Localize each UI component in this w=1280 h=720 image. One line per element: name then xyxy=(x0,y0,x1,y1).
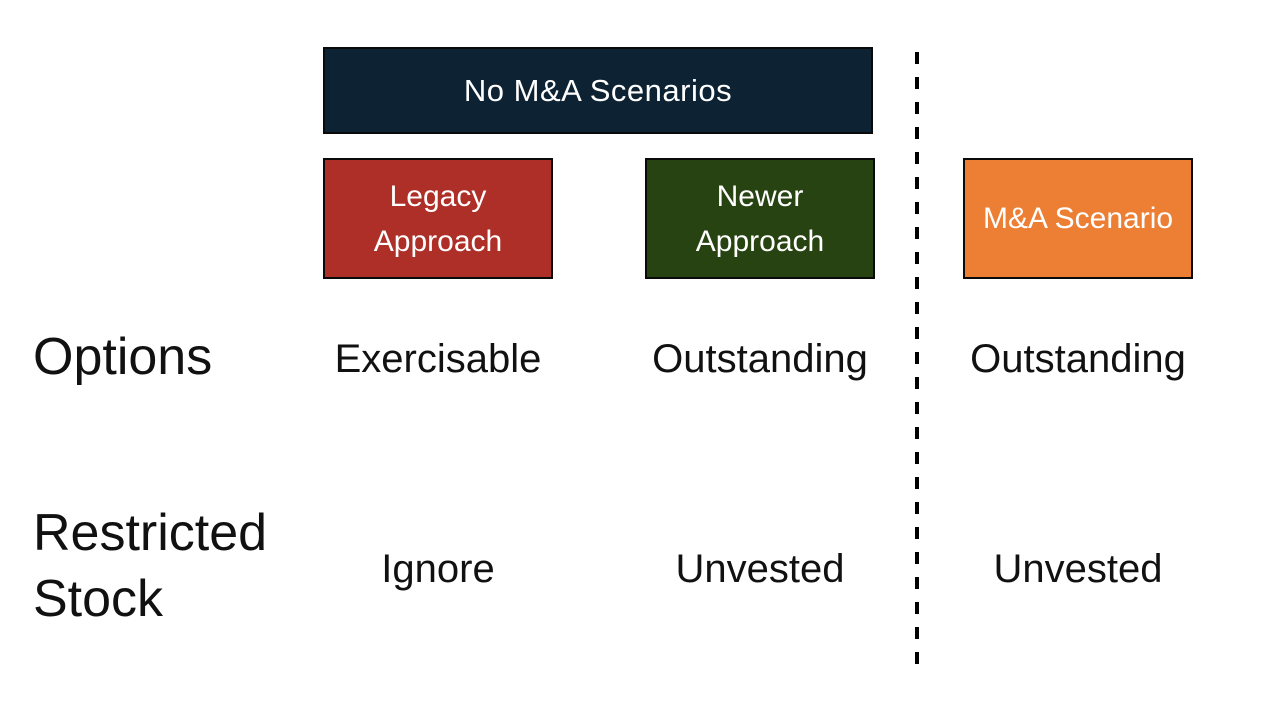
restricted-stock-newer-value: Unvested xyxy=(675,546,845,591)
options-ma-value: Outstanding xyxy=(970,336,1186,381)
options-newer-value: Outstanding xyxy=(652,336,868,381)
legacy-approach-label: Legacy Approach xyxy=(373,179,503,258)
restricted-stock-ma-value: Unvested xyxy=(993,546,1163,591)
row-label-options: Options xyxy=(33,328,213,386)
restricted-stock-legacy-value: Ignore xyxy=(381,546,495,591)
no-ma-scenarios-label: No M&A Scenarios xyxy=(463,72,733,108)
ma-section-dashed-divider xyxy=(915,52,919,674)
ma-scenario-label: M&A Scenario xyxy=(982,202,1174,235)
legacy-approach-box: Legacy Approach xyxy=(323,158,553,279)
row-label-restricted-stock: Restricted Stock xyxy=(33,504,268,629)
newer-approach-label: Newer Approach xyxy=(695,179,825,258)
newer-approach-box: Newer Approach xyxy=(645,158,875,279)
ma-scenario-box: M&A Scenario xyxy=(963,158,1193,279)
options-legacy-value: Exercisable xyxy=(334,336,542,381)
no-ma-scenarios-header-box: No M&A Scenarios xyxy=(323,47,873,134)
